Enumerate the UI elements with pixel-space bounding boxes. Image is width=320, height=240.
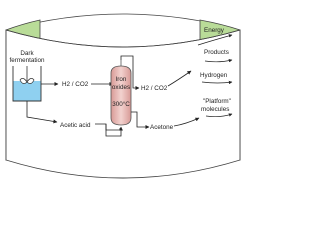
fermentation-label-1: Dark [20, 50, 34, 57]
product-hydrogen: Hydrogen [200, 72, 228, 79]
arrow-energy [197, 34, 233, 46]
product-platform-1: "Platform" [203, 98, 231, 105]
input-gas-label: H2 / CO2 [62, 81, 89, 88]
arrow-acid-up [105, 124, 123, 137]
arrow-reactor-to-acetone [131, 111, 150, 129]
product-platform-2: molecules [201, 106, 229, 113]
arrow-reactor-to-gas [120, 55, 140, 90]
arrow-products [204, 59, 233, 63]
reactor-temp: 300°C [112, 100, 130, 108]
band-front-top-edge [5, 29, 241, 48]
product-products: Products [204, 49, 229, 56]
stirrer-blades-icon [19, 78, 35, 84]
output-gas-label: H2 / CO2 [141, 85, 168, 92]
arrow-gas-to-hydrogen [167, 70, 192, 87]
reactor-label-1: Iron [116, 76, 127, 83]
vessel-liquid [13, 81, 41, 101]
arrow-hydrogen [201, 80, 233, 85]
arrow-vessel-to-acid [26, 101, 58, 124]
products-panel: Energy Products Hydrogen "Platform" mole… [197, 27, 233, 118]
output-acetone-label: Acetone [150, 124, 174, 131]
iron-oxide-reactor: Iron oxides 300°C [110, 60, 132, 126]
product-energy: Energy [204, 27, 225, 34]
process-diagram: Dark fermentation H2 / CO2 Acetic acid I… [5, 13, 241, 179]
reactor-body [110, 65, 132, 126]
fermentation-label-2: fermentation [9, 57, 44, 64]
reactor-label-2: oxides [112, 84, 130, 91]
arrow-acetone-to-platform [173, 117, 200, 127]
arrow-platform [205, 113, 233, 118]
input-acid-label: Acetic acid [60, 122, 91, 129]
